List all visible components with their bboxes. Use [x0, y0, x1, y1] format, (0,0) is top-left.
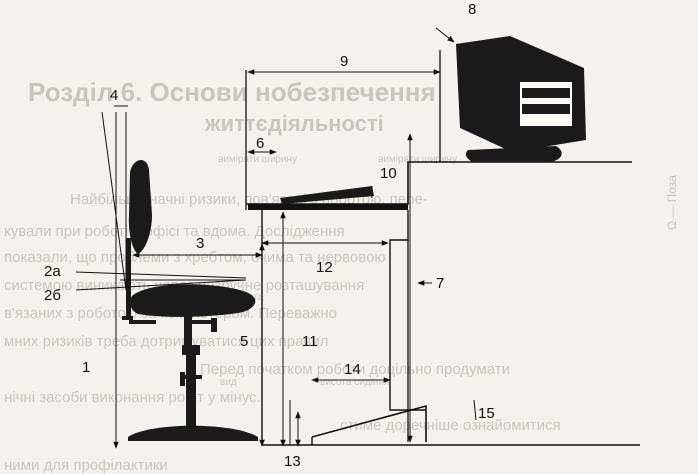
chair-seat-bracket [184, 312, 192, 350]
background-line: кували при роботі в офісі та вдома. Досл… [4, 223, 345, 240]
label-10: 10 [380, 165, 397, 182]
office-chair [122, 160, 258, 441]
chair-base [128, 425, 258, 441]
label-1: 1 [82, 359, 90, 376]
chair-gas-column [186, 355, 196, 429]
footrest-outline [311, 404, 427, 442]
chair-height-knob [180, 372, 185, 386]
label-14: 14 [344, 361, 361, 378]
monitor [456, 36, 586, 162]
background-line: мних ризиків треба дотримуватися цих пра… [4, 333, 329, 350]
label-4: 4 [110, 87, 118, 104]
chair-height-lever [180, 375, 202, 379]
label-6: 6 [256, 135, 264, 152]
trunk-angle-line-4 [101, 111, 127, 291]
number-labels: 1 2а 2б 3 4 5 6 7 8 9 10 11 12 13 14 15 [44, 1, 495, 470]
label-5: 5 [240, 333, 248, 350]
keyboard [280, 186, 374, 204]
background-line: стиме доречніше ознайомитися [340, 417, 561, 434]
background-side-text: Ω — Поза [665, 175, 679, 230]
pointer-8 [435, 27, 455, 43]
dimension-lines [75, 27, 477, 449]
label-3: 3 [196, 235, 204, 252]
background-small-label: виміряти ширину [378, 154, 457, 165]
chair-lever-knob [211, 318, 217, 332]
screen-bar [522, 88, 570, 98]
monitor-stand [465, 146, 562, 162]
pointer-15 [473, 399, 477, 421]
label-8: 8 [468, 1, 476, 18]
label-13: 13 [284, 453, 301, 470]
label-15: 15 [478, 405, 495, 422]
chair-back-post [126, 238, 131, 318]
chair-seat [130, 284, 256, 317]
keyboard-shelf [248, 204, 408, 210]
chair-back-bracket [122, 316, 156, 324]
screen-bar [522, 104, 570, 114]
label-12: 12 [316, 259, 333, 276]
background-line: нічні засоби виконання робіт у мінус. [4, 389, 261, 406]
background-heading: Розділ 6. Основи нобезпечення [28, 77, 436, 107]
background-line: Перед початком роботи доцільно продумати [200, 361, 510, 378]
label-2b: 2б [44, 287, 61, 304]
background-small-label: вид [220, 377, 237, 388]
background-line: ними для профілактики [4, 457, 168, 474]
angle-line-2b [75, 279, 247, 291]
label-11: 11 [302, 333, 318, 350]
chair-column-top [182, 345, 200, 355]
label-7: 7 [436, 275, 444, 292]
background-heading-2: життєдіяльності [204, 111, 384, 136]
background-small-label: виміряти ширину [218, 154, 297, 165]
chair-lever [192, 320, 214, 324]
label-9: 9 [340, 53, 348, 70]
label-2a: 2а [44, 263, 61, 280]
background-small-label: висота сидіння [320, 377, 389, 388]
chair-backrest [128, 160, 152, 254]
angle-line-2a [75, 271, 247, 279]
